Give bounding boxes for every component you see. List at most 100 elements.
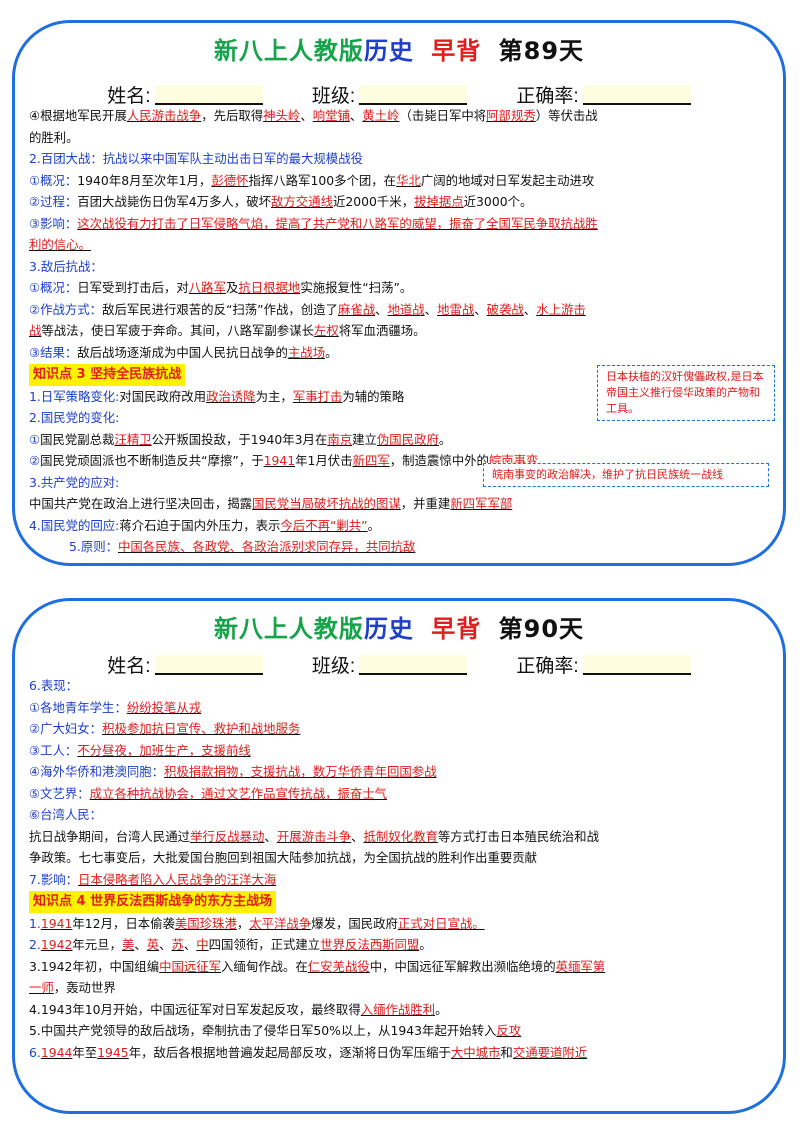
text-line: 6.1944年至1945年，敌后各根据地普遍发起局部反攻，逐渐将日伪军压缩于大中…: [29, 1042, 777, 1064]
text-span: 、: [300, 108, 313, 123]
answer-text: 1945: [97, 1044, 129, 1060]
answer-text: 南京: [327, 431, 353, 447]
annotation-note: 日本扶植的汉奸傀儡政权,是日本帝国主义推行侵华政策的产物和工具。: [597, 365, 775, 421]
text-span: 对国民政府改用: [119, 388, 207, 404]
text-span: 百团大战毙伤日伪军4万多人，破坏: [77, 194, 272, 209]
answer-text: 成立各种抗战协会，通过文艺作品宣传抗战，振奋士气: [89, 785, 388, 801]
text-line: 的胜利。: [29, 127, 777, 149]
text-span: 2.: [29, 937, 41, 952]
text-span: ③结果：: [29, 344, 78, 360]
text-span: ）等伏击战: [535, 108, 598, 123]
text-line: ③影响：这次战役有力打击了日军侵略气焰，提高了共产党和八路军的威望，振奋了全国军…: [29, 213, 777, 235]
class-label: 班级:: [311, 656, 356, 677]
accuracy-field[interactable]: [582, 655, 691, 675]
text-line: ①概况：1940年8月至次年1月，彭德怀指挥八路军100多个团，在华北广阔的地域…: [29, 170, 777, 192]
text-span: 爆发，国民政府: [311, 915, 398, 931]
answer-text: 彭德怀: [211, 172, 249, 188]
text-span: ①各地青年学生：: [29, 699, 127, 715]
text-span: 、: [134, 937, 147, 952]
text-line: 1.日军策略变化:对国民政府改用政治诱降为主，军事打击为辅的策略: [29, 386, 777, 408]
answer-text: 敌方交通线: [271, 194, 333, 209]
text-line: ②过程：百团大战毙伤日伪军4万多人，破坏敌方交通线近2000千米，拔掉据点近30…: [29, 191, 777, 213]
answer-text: 不分昼夜，加班生产，支援前线: [77, 742, 251, 758]
answer-text: 1941: [263, 453, 296, 468]
text-line: ④海外华侨和港澳同胞：积极捐款捐物，支援抗战，数万华侨青年回国参战: [29, 761, 777, 783]
text-span: 6.表现：: [29, 678, 78, 693]
answer-text: 举行反战暴动: [190, 828, 265, 844]
answer-text: 太平洋战争: [249, 915, 312, 931]
answer-text: 政治诱降: [206, 388, 256, 404]
answer-text: 战: [29, 323, 42, 338]
text-line: ⑤文艺界：成立各种抗战协会，通过文艺作品宣传抗战，振奋士气: [29, 783, 777, 805]
accuracy-label: 正确率:: [516, 656, 579, 677]
text-line: 中国共产党在政治上进行坚决回击，揭露国民党当局破坏抗战的图谋，并重建新四军军部: [29, 493, 777, 515]
text-span: 。: [367, 517, 380, 533]
text-span: 四国领衔，正式建立: [208, 937, 321, 952]
text-span: 、: [159, 937, 172, 952]
text-span: 、: [183, 937, 197, 952]
text-span: ，: [236, 915, 250, 931]
text-span: 年至: [72, 1044, 98, 1060]
answer-text: 这次战役有力打击了日军侵略气焰，提高了共产党和八路军的威望，振奋了全国军民争取抗…: [77, 215, 598, 231]
text-span: ，先后取得: [201, 108, 264, 123]
knowledge-point-heading: 知识点 3 坚持全民族抗战: [29, 364, 186, 386]
text-span: 日军受到打击后，对: [77, 280, 189, 295]
text-span: 4.1943年10月开始，中国远征军对日军发起反攻，最终取得: [29, 1001, 361, 1017]
text-span: 年1月伏击: [295, 453, 353, 468]
text-line: ④根据地军民开展人民游击战争，先后取得神头岭、响堂铺、黄土岭（击毙日军中将阿部规…: [29, 105, 777, 127]
annotation-note: 皖南事变的政治解决，维护了抗日民族统一战线: [483, 463, 769, 487]
text-span: 、: [474, 301, 487, 317]
text-span: 抗日战争期间，台湾人民通过: [29, 828, 191, 844]
answer-text: 苏: [171, 937, 184, 952]
class-field[interactable]: [359, 655, 468, 675]
text-line: 2.1942年元旦，美、英、苏、中四国领衔，正式建立世界反法西斯同盟。: [29, 934, 777, 956]
text-span: 为辅的策略: [342, 388, 405, 404]
text-span: 蒋介石迫于国内外压力，表示: [119, 517, 281, 533]
text-line: 一师，轰动世界: [29, 977, 777, 999]
text-span: ④海外华侨和港澳同胞：: [29, 764, 165, 779]
text-line: 1.1941年12月，日本偷袭美国珍珠港，太平洋战争爆发，国民政府正式对日宣战。: [29, 913, 777, 935]
answer-text: 中国远征军: [159, 958, 222, 974]
text-line: 7.影响：日本侵略者陷入人民战争的汪洋大海: [29, 869, 777, 891]
text-span: 5.原则：: [69, 539, 118, 554]
answer-text: 大中城市: [450, 1044, 501, 1060]
text-span: ①概况：: [29, 172, 78, 188]
text-span: ⑥台湾人民：: [29, 807, 103, 822]
name-field[interactable]: [154, 85, 263, 105]
accuracy-field[interactable]: [582, 85, 691, 105]
answer-text: 国民党当局破坏抗战的图谋: [252, 496, 401, 511]
answer-text: 中国各民族、各政党、各政治派别求同存异，共同抗敌: [118, 539, 416, 554]
text-line: 争政策。七七事变后，大批爱国台胞回到祖国大陆参加抗战，为全国抗战的胜利作出重要贡…: [29, 847, 777, 869]
text-span: ，轰动世界: [53, 980, 116, 995]
text-span: 国民党副总裁: [40, 431, 115, 447]
name-field[interactable]: [154, 655, 263, 675]
accuracy-label: 正确率:: [516, 86, 579, 107]
text-span: 敌后军民进行艰苦的反“扫荡”作战，创造了: [102, 301, 338, 317]
text-span: 、: [375, 301, 388, 317]
answer-text: 拔掉据点: [414, 194, 464, 209]
text-span: 指挥八路军100多个团，在: [248, 172, 397, 188]
text-line: ①概况：日军受到打击后，对八路军及抗日根据地实施报复性“扫荡”。: [29, 277, 777, 299]
text-span: 、: [264, 828, 277, 844]
text-line: ②作战方式：敌后军民进行艰苦的反“扫荡”作战，创造了麻雀战、地道战、地雷战、破袭…: [29, 299, 777, 321]
text-span: 建立: [352, 431, 377, 447]
text-span: 及: [225, 280, 239, 295]
text-span: 4.国民党的回应:: [29, 517, 120, 533]
answer-text: 入缅作战胜利: [360, 1001, 436, 1017]
text-line: ⑥台湾人民：: [29, 804, 777, 826]
text-span: 。: [325, 344, 338, 360]
text-span: 、: [523, 301, 537, 317]
answer-text: 汪精卫: [114, 431, 152, 447]
class-field[interactable]: [359, 85, 468, 105]
answer-text: 英: [146, 937, 160, 952]
text-line: 3.共产党的应对:: [29, 472, 777, 494]
student-info-row: 姓名: 班级: 正确率:: [15, 651, 783, 678]
text-span: 近2000千米，: [332, 194, 415, 209]
text-line: 2.百团大战：抗战以来中国军队主动出击日军的最大规模战役: [29, 148, 777, 170]
text-line: ②国民党顽固派也不断制造反共“摩擦”，于1941年1月伏击新四军，制造震惊中外的…: [29, 450, 777, 472]
text-span: ⑤文艺界：: [29, 785, 90, 801]
text-span: 2.百团大战：抗战以来中国军队主动出击日军的最大规模战役: [29, 151, 363, 166]
answer-text: 军事打击: [292, 388, 343, 404]
text-line: 3.1942年初，中国组编中国远征军入缅甸作战。在仁安羌战役中，中国远征军解救出…: [29, 956, 777, 978]
